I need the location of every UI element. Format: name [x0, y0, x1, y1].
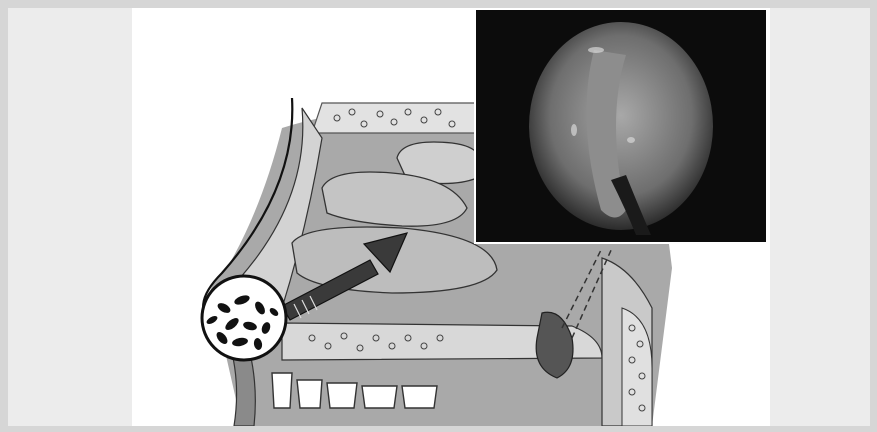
illustration-stage [132, 8, 770, 426]
left-margin-panel [8, 8, 132, 426]
endoscopic-image-inset [474, 8, 768, 244]
tooth-5 [402, 386, 437, 408]
endoscopic-view [476, 10, 766, 242]
magnified-particles-circle [202, 276, 286, 360]
tooth-4 [362, 386, 397, 408]
right-margin-panel [770, 8, 870, 426]
tooth-3 [327, 383, 357, 408]
tooth-1 [272, 373, 292, 408]
tooth-2 [297, 380, 322, 408]
